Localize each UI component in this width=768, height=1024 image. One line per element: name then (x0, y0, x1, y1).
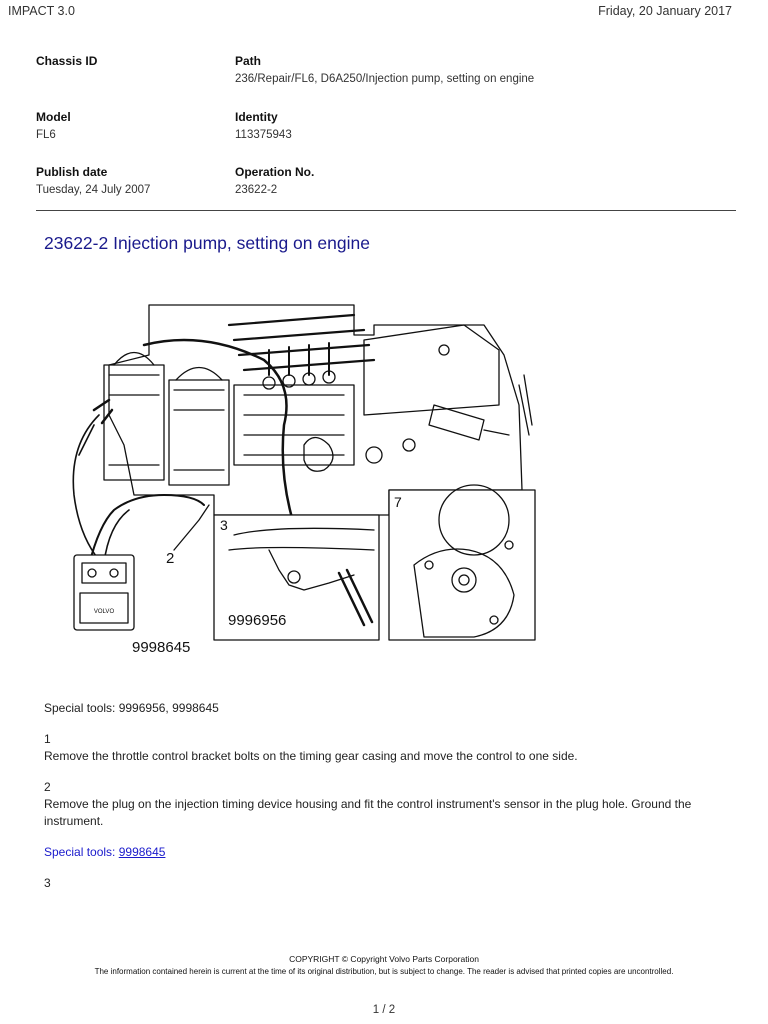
step-2-text: Remove the plug on the injection timing … (44, 797, 692, 828)
page-footer: COPYRIGHT © Copyright Volvo Parts Corpor… (0, 954, 768, 976)
identity-label: Identity (235, 110, 278, 124)
special-tools-label: Special tools: (44, 845, 116, 859)
detail-view-7: 7 (388, 484, 536, 641)
identity-field: Identity 113375943 (235, 110, 695, 141)
callout-2-label: 2 (166, 550, 174, 567)
special-tools-summary: Special tools: 9996956, 9998645 (44, 701, 219, 715)
page-header: IMPACT 3.0 Friday, 20 January 2017 (0, 0, 768, 22)
path-label: Path (235, 54, 262, 68)
callout-3-label: 3 (220, 517, 228, 533)
callout-2: 2 (166, 504, 210, 567)
model-value: FL6 (36, 129, 56, 141)
header-divider (36, 210, 736, 211)
instrument-brand-label: VOLVO (94, 609, 115, 615)
publish-date-field: Publish date Tuesday, 24 July 2007 (36, 165, 496, 196)
disclaimer-text: The information contained herein is curr… (94, 967, 674, 976)
app-title: IMPACT 3.0 (8, 4, 75, 18)
print-date: Friday, 20 January 2017 (598, 4, 732, 18)
operation-field: Operation No. 23622-2 (235, 165, 695, 196)
tool-label-9996956: 9996956 (228, 612, 286, 629)
tool-label-9998645: 9998645 (132, 639, 190, 656)
publish-date-label: Publish date (36, 165, 108, 179)
identity-value: 113375943 (235, 129, 292, 141)
callout-7-label: 7 (394, 494, 402, 510)
chassis-id-label: Chassis ID (36, 54, 98, 68)
operation-value: 23622-2 (235, 184, 278, 196)
step-3-number: 3 (44, 876, 51, 890)
instrument-cable (72, 398, 205, 566)
copyright-notice: COPYRIGHT © Copyright Volvo Parts Corpor… (289, 954, 479, 964)
page-number: 1 / 2 (372, 1004, 396, 1016)
operation-label: Operation No. (235, 165, 315, 179)
chassis-id-field: Chassis ID (36, 54, 496, 68)
timing-instrument-9998645: VOLVO (73, 554, 135, 631)
procedure-body: Special tools: 9996956, 9998645 1 Remove… (44, 700, 734, 892)
path-value: 236/Repair/FL6, D6A250/Injection pump, s… (235, 73, 535, 85)
step-1-text: Remove the throttle control bracket bolt… (44, 749, 578, 763)
engine-block-drawing (103, 304, 533, 527)
tool-link-9998645[interactable]: 9998645 (118, 845, 166, 859)
path-field: Path 236/Repair/FL6, D6A250/Injection pu… (235, 54, 695, 85)
publish-date-value: Tuesday, 24 July 2007 (36, 184, 151, 196)
detail-view-3: 3 9996956 (213, 514, 380, 641)
model-label: Model (36, 110, 71, 124)
page-title: 23622-2 Injection pump, setting on engin… (44, 233, 370, 253)
step-1-number: 1 (44, 732, 51, 746)
step-2-special-tools: Special tools: 9998645 (44, 844, 734, 861)
step-2-number: 2 (44, 780, 51, 794)
engine-illustration: VOLVO 2 9998645 3 9996956 7 (72, 304, 536, 656)
model-field: Model FL6 (36, 110, 496, 141)
